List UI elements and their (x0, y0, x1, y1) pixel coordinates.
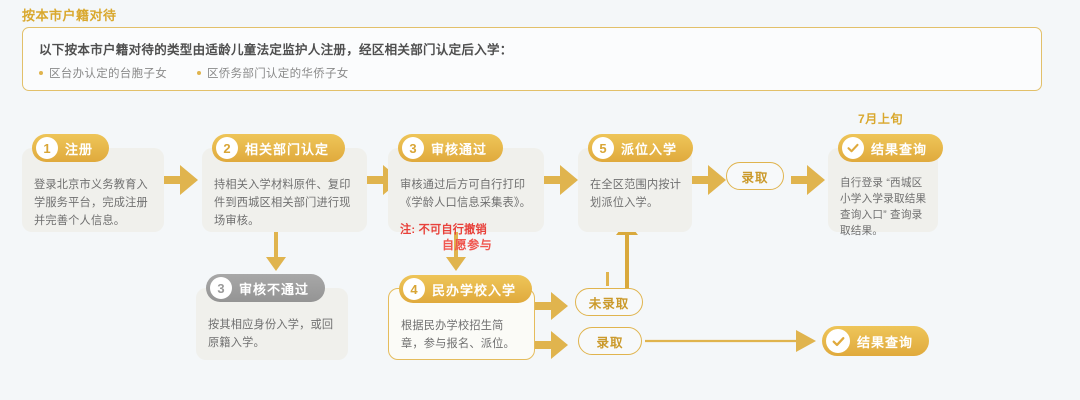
step-warning-note: 注: 不可自行撤销 (400, 224, 487, 237)
pill-not-admitted[interactable]: 未录取 (575, 288, 643, 316)
label-voluntary-participation: 自愿参与 (442, 238, 493, 252)
step-header-3: 3 审核通过 (398, 134, 504, 162)
step-title: 注册 (65, 141, 94, 157)
step-header-5: 5 派位入学 (588, 134, 694, 162)
step-card-5-allocation[interactable]: 5 派位入学 在全区范围内按计划派位入学。 (578, 134, 694, 232)
result-badge-label: 结果查询 (857, 334, 914, 350)
step-header-1: 1 注册 (32, 134, 110, 162)
result-card-title: 结果查询 (871, 141, 928, 157)
bullet-dot-icon (39, 71, 43, 75)
info-bullet-text: 区侨务部门认定的华侨子女 (207, 68, 349, 80)
step-number-badge: 3 (210, 277, 232, 299)
info-box-bullets: 区台办认定的台胞子女 区侨务部门认定的华侨子女 (39, 65, 349, 81)
section-title: 按本市户籍对待 (22, 8, 117, 23)
result-query-badge[interactable]: 结果查询 (822, 326, 930, 356)
step-header-2: 2 相关部门认定 (212, 134, 346, 162)
step-title: 派位入学 (621, 141, 678, 157)
step-title: 民办学校入学 (432, 282, 517, 298)
step-card-3-rejected[interactable]: 3 审核不通过 按其相应身份入学，或回原籍入学。 (196, 274, 348, 360)
info-box: 以下按本市户籍对待的类型由适龄儿童法定监护人注册，经区相关部门认定后入学： 区台… (22, 27, 1042, 91)
step-body-text: 按其相应身份入学，或回原籍入学。 (208, 319, 334, 350)
step-header-3-rejected: 3 审核不通过 (206, 274, 326, 302)
info-box-main-text: 以下按本市户籍对待的类型由适龄儿童法定监护人注册，经区相关部门认定后入学： (39, 43, 513, 57)
info-bullet-item: 区侨务部门认定的华侨子女 (197, 65, 349, 81)
step-body-text: 持相关入学材料原件、复印件到西城区相关部门进行现场审核。 (214, 179, 351, 228)
result-card-header: 结果查询 (838, 134, 944, 162)
step-card-3-approved[interactable]: 3 审核通过 审核通过后方可自行打印《学龄人口信息采集表》。 注: 不可自行撤销 (388, 134, 544, 236)
step-number-badge: 3 (402, 137, 424, 159)
check-icon (826, 329, 850, 353)
step-body-text: 根据民办学校招生简章，参与报名、派位。 (401, 320, 515, 351)
step-body-main: 审核通过后方可自行打印《学龄人口信息采集表》。 (400, 179, 532, 210)
step-body-text: 在全区范围内按计划派位入学。 (590, 179, 682, 210)
info-bullet-item: 区台办认定的台胞子女 (39, 65, 167, 81)
step-title: 审核不通过 (239, 281, 310, 297)
step-number-badge: 5 (592, 137, 614, 159)
step-number-badge: 2 (216, 137, 238, 159)
step-body-text: 登录北京市义务教育入学服务平台，完成注册并完善个人信息。 (34, 179, 148, 228)
pill-admitted-bottom[interactable]: 录取 (578, 327, 642, 355)
step-card-4-private-school[interactable]: 4 民办学校入学 根据民办学校招生简章，参与报名、派位。 (388, 275, 535, 360)
step-title: 审核通过 (431, 141, 488, 157)
step-body-text: 审核通过后方可自行打印《学龄人口信息采集表》。 注: 不可自行撤销 (400, 176, 534, 239)
result-query-card[interactable]: 结果查询 自行登录 “西城区小学入学录取结果查询入口” 查询录取结果。 (828, 134, 944, 237)
check-icon (842, 137, 864, 159)
step-number-badge: 4 (403, 278, 425, 300)
result-card-body: 自行登录 “西城区小学入学录取结果查询入口” 查询录取结果。 (840, 177, 927, 237)
info-bullet-text: 区台办认定的台胞子女 (49, 68, 167, 80)
step-number-badge: 1 (36, 137, 58, 159)
date-label-july-early: 7月上旬 (858, 112, 904, 126)
step-title: 相关部门认定 (245, 141, 330, 157)
step-card-1-register[interactable]: 1 注册 登录北京市义务教育入学服务平台，完成注册并完善个人信息。 (22, 134, 164, 232)
pill-admitted-top[interactable]: 录取 (726, 162, 784, 190)
bullet-dot-icon (197, 71, 201, 75)
step-card-2-department-verify[interactable]: 2 相关部门认定 持相关入学材料原件、复印件到西城区相关部门进行现场审核。 (202, 134, 367, 232)
step-header-4: 4 民办学校入学 (399, 275, 533, 303)
